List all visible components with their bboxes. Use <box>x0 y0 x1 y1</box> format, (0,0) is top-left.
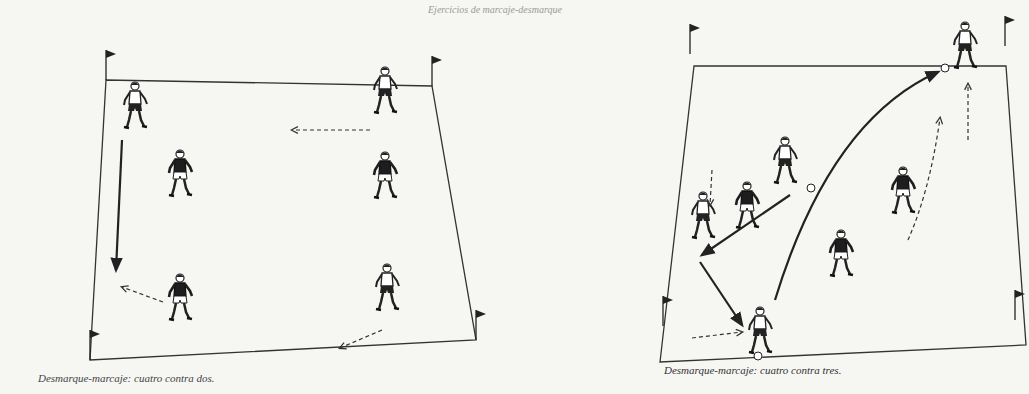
figure-caption: Desmarque-marcaje: cuatro contra dos. <box>38 372 215 384</box>
left-field <box>90 50 486 360</box>
right-field <box>660 16 1026 362</box>
left-arrows <box>116 130 382 348</box>
page-header: Ejercicios de marcaje-desmarque <box>428 4 562 15</box>
right-arrows <box>692 72 968 338</box>
figure-caption: Desmarque-marcaje: cuatro contra tres. <box>664 364 841 376</box>
left-players <box>124 67 399 320</box>
right-players <box>692 22 977 360</box>
